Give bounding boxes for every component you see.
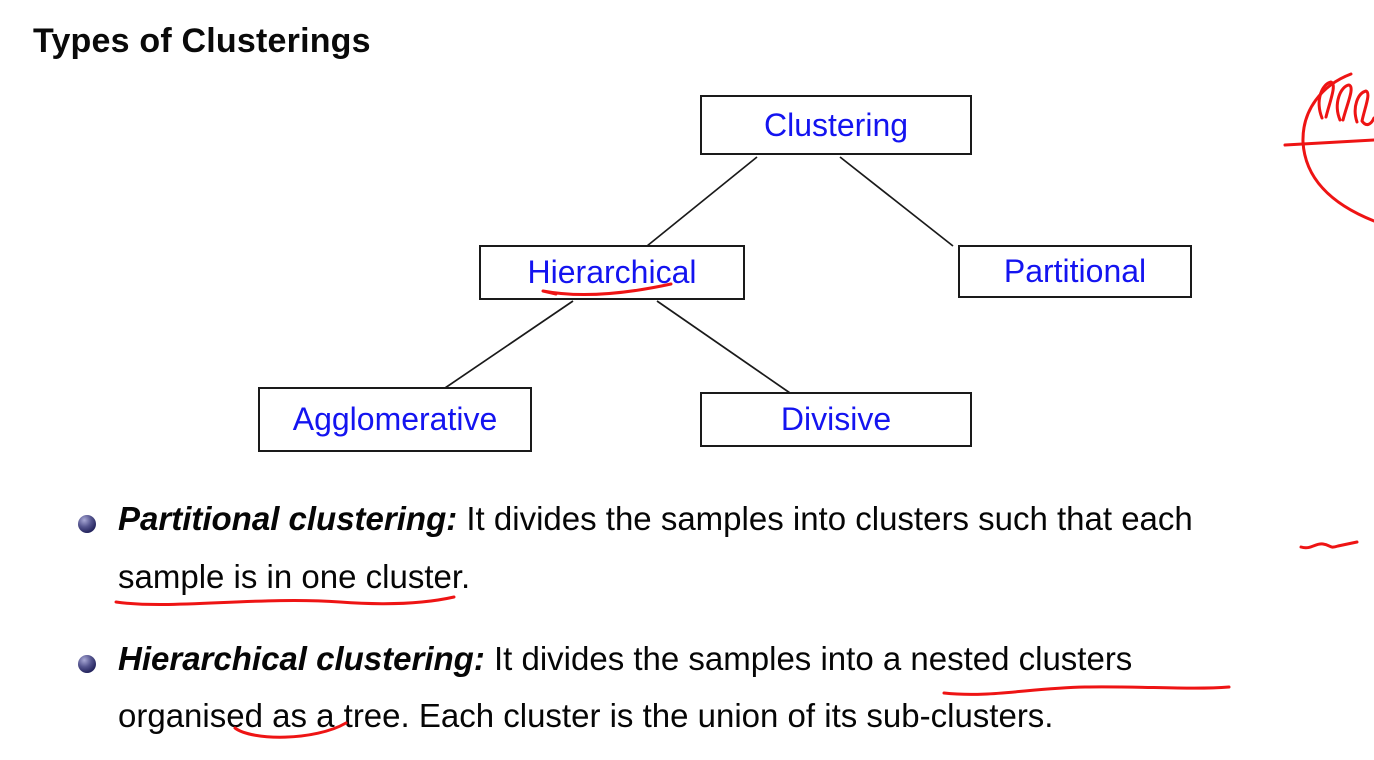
tree-node-divisive: Divisive xyxy=(700,392,972,447)
bullet-icon xyxy=(78,655,96,673)
nested-clusters-underline-annotation xyxy=(942,685,1231,696)
tree-node-agglomerative: Agglomerative xyxy=(258,387,532,452)
bullet1-line1-rest: It divides the samples into clusters suc… xyxy=(457,500,1193,537)
corner-circle-scribble-annotation xyxy=(1283,72,1374,223)
bullet2-lead: Hierarchical clustering: xyxy=(118,640,485,677)
edge-clustering-partitional xyxy=(839,156,954,247)
bullet2-line1: Hierarchical clustering: It divides the … xyxy=(118,640,1132,678)
bullet1-lead: Partitional clustering: xyxy=(118,500,458,537)
tree-node-clustering-label: Clustering xyxy=(763,106,909,143)
bullet1-line1: Partitional clustering: It divides the s… xyxy=(118,500,1193,538)
tree-node-hierarchical: Hierarchical xyxy=(479,245,745,300)
tree-node-agglomerative-label: Agglomerative xyxy=(292,401,498,437)
tree-node-partitional-label: Partitional xyxy=(1003,253,1147,289)
tree-node-hierarchical-label: Hierarchical xyxy=(527,254,697,290)
tree-node-clustering: Clustering xyxy=(700,95,972,155)
edge-hierarchical-divisive xyxy=(656,300,791,394)
edge-hierarchical-agglomerative xyxy=(444,300,574,389)
tree-node-divisive-label: Divisive xyxy=(780,401,892,437)
tree-node-partitional: Partitional xyxy=(958,245,1192,298)
bullet2-line2: organised as a tree. Each cluster is the… xyxy=(118,697,1054,734)
bullet1-line2: sample is in one cluster. xyxy=(118,558,471,595)
sample-is-in-one-cluster-underline-annotation xyxy=(114,595,456,607)
page-title: Types of Clusterings xyxy=(33,22,371,60)
each-underline-annotation xyxy=(1299,540,1359,550)
edge-clustering-hierarchical xyxy=(646,156,758,247)
bullet2-line1-rest: It divides the samples into a nested clu… xyxy=(484,640,1133,677)
bullet-icon xyxy=(78,515,96,533)
